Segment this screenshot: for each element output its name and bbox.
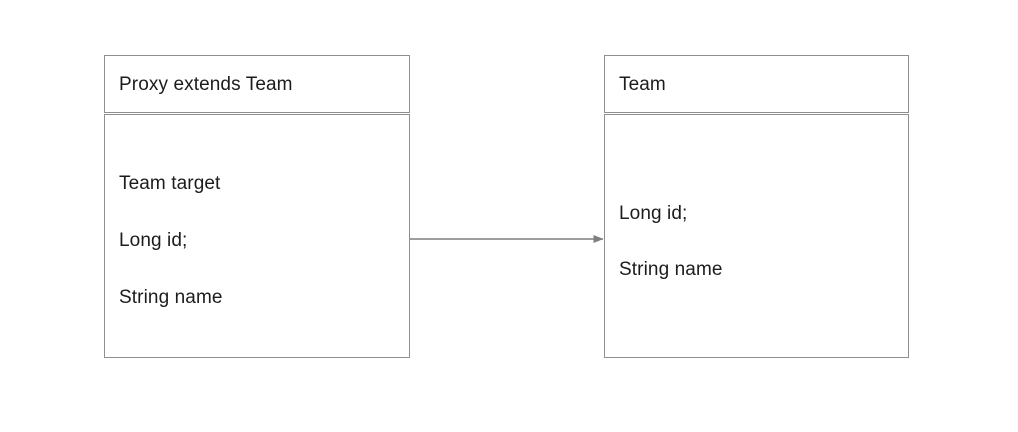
- class-member-proxy-1: Long id;: [119, 230, 188, 251]
- class-header-team: Team: [604, 55, 909, 113]
- class-header-proxy: Proxy extends Team: [104, 55, 410, 113]
- class-box-proxy[interactable]: Proxy extends Team Team target Long id; …: [104, 55, 410, 358]
- class-title-proxy: Proxy extends Team: [119, 73, 293, 95]
- class-member-team-1: String name: [619, 259, 723, 280]
- class-body-team: Long id; String name: [604, 114, 909, 358]
- class-member-proxy-0: Team target: [119, 173, 221, 194]
- class-member-team-0: Long id;: [619, 203, 688, 224]
- class-member-proxy-2: String name: [119, 287, 223, 308]
- class-box-team[interactable]: Team Long id; String name: [604, 55, 909, 358]
- class-body-proxy: Team target Long id; String name: [104, 114, 410, 358]
- class-title-team: Team: [619, 73, 666, 95]
